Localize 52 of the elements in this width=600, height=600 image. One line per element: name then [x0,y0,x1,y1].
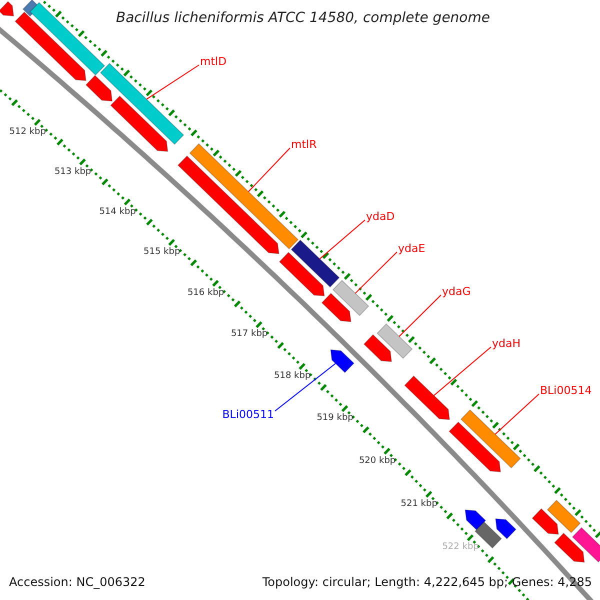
gene-bar [495,518,516,540]
gene-bar [532,508,559,535]
gene-bar [321,292,352,322]
gene-bar [376,323,413,359]
scale-label: 514 kbp [99,208,136,217]
scale-label: 516 kbp [187,288,224,298]
scale-label: 513 kbp [54,168,92,176]
scale-label: 521 kbp [400,500,438,509]
leader-line [248,148,290,192]
gene-bar [363,334,392,362]
gene-bar [85,74,113,102]
scale-label: 515 kbp [144,248,180,257]
gene-bar [330,349,354,374]
leader-line [146,64,200,100]
gene-bar [554,532,585,563]
leader-line [354,252,398,294]
gene-bar [0,1,14,16]
gene-label: BLi00514 [540,385,592,396]
leader-line [274,363,336,412]
scale-label: 519 kbp [316,414,354,424]
gene-label: mtlD [200,56,227,67]
gene-bar [110,96,168,152]
gene-bar [278,252,325,296]
scale-label: 522 kbp [442,543,479,552]
gene-bar [572,527,600,563]
leader-line [398,294,442,337]
gene-label: ydaH [492,338,521,349]
gene-label: mtlR [291,139,317,150]
gene-bar [30,2,106,76]
gene-bar [546,500,581,534]
scale-label: 517 kbp [230,330,268,340]
gene-bar [14,12,86,82]
gene-label: ydaE [398,243,426,254]
scale-label: 512 kbp [9,128,46,137]
gene-bar [290,240,340,288]
scale-label: 520 kbp [358,456,396,466]
gene-label: BLi00511 [222,409,274,420]
gene-bar [332,280,370,316]
gene-bar [460,409,521,468]
scale-label: 518 kbp [274,372,311,381]
genome-stats-text: Topology: circular; Length: 4,222,645 bp; Genes: 4,285 [262,576,592,588]
accession-text: Accession: NC_006322 [9,576,146,588]
gene-bar [464,509,486,530]
gene-bar [404,375,450,420]
leader-line [433,346,492,396]
gene-bar [448,422,501,472]
leader-line [319,220,366,260]
gene-label: ydaD [366,211,395,222]
title: Bacillus licheniformis ATCC 14580, complete genome [116,11,490,25]
gene-bar [100,62,184,145]
leader-line [494,394,540,435]
gene-label: ydaG [442,286,471,297]
